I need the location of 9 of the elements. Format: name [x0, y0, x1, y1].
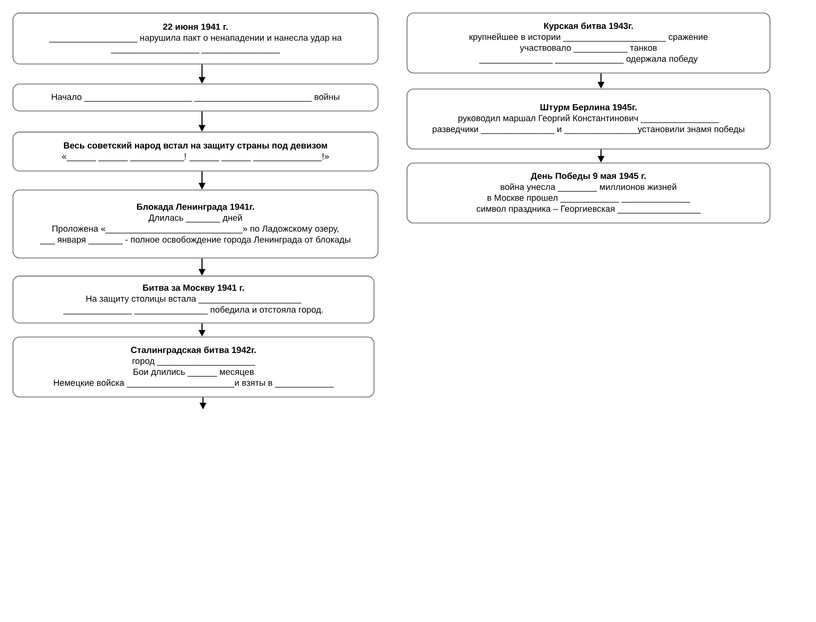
process-box: Начало ______________________ ________________________ войны	[12, 84, 378, 112]
process-box: Весь советский народ встал на защиту страны под девизом «______ ______ ___________! ______ ______ ______________!»	[12, 132, 378, 172]
process-box: Штурм Берлина 1945г. руководил маршал Георгий Константинович ________________ разведчики _______________ и _______________установили знамя победы	[406, 88, 770, 150]
process-box: День Победы 9 мая 1945 г. война унесла ________ миллионов жизней в Москве прошел ____________ ______________ символ праздника – Георгиевская _________________	[406, 162, 770, 224]
process-box: Блокада Ленинграда 1941г. Длилась _______ дней Проложена «____________________________» по Ладожскому озеру, ___ января _______ - полное освобождение города Ленинграда от блокады	[12, 190, 378, 258]
process-box: 22 июня 1941 г. __________________ нарушила пакт о ненападении и нанесла удар на __________________ ________________	[12, 12, 378, 64]
process-box: Сталинградская битва 1942г. город ____________________ Бои длились ______ месяцев Немецкие войска ______________________и взяты в ____________	[12, 336, 374, 398]
process-box: Битва за Москву 1941 г. На защиту столицы встала _____________________ ______________ _______________ победила и отстояла город.	[12, 276, 374, 324]
process-box: Курская битва 1943г. крупнейшее в истории _____________________ сражение участвовало ___________ танков _______________ ______________ одержала победу	[406, 12, 770, 74]
